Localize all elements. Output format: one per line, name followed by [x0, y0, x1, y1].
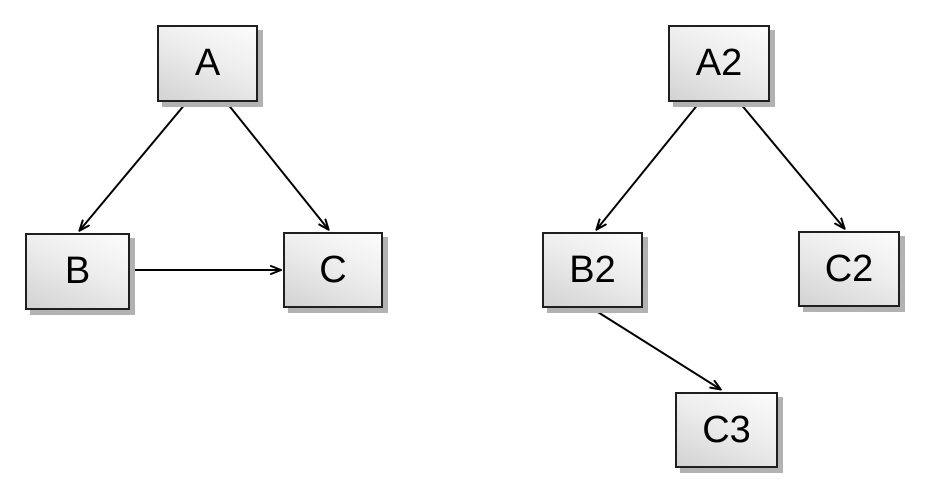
node-C3-label: C3 — [702, 408, 751, 451]
node-A-label: A — [194, 42, 221, 84]
edge-A2-C2 — [739, 102, 846, 230]
edge-A2-B2 — [595, 102, 700, 231]
edge-A-C — [226, 102, 330, 231]
node-A2-label: A2 — [695, 42, 743, 84]
node-B[interactable]: B — [25, 233, 130, 310]
node-B2-label: B2 — [569, 248, 616, 291]
node-A[interactable]: A — [157, 25, 258, 102]
node-A2[interactable]: A2 — [668, 25, 770, 102]
node-C-label: C — [319, 248, 347, 291]
node-B2[interactable]: B2 — [542, 232, 643, 308]
node-C2-label: C2 — [824, 247, 874, 290]
node-C3[interactable]: C3 — [675, 392, 778, 468]
node-B-label: B — [64, 250, 91, 292]
edge-A-B — [78, 102, 187, 232]
edge-B2-C3 — [592, 308, 722, 391]
node-C[interactable]: C — [283, 232, 383, 308]
node-C2[interactable]: C2 — [798, 231, 900, 307]
